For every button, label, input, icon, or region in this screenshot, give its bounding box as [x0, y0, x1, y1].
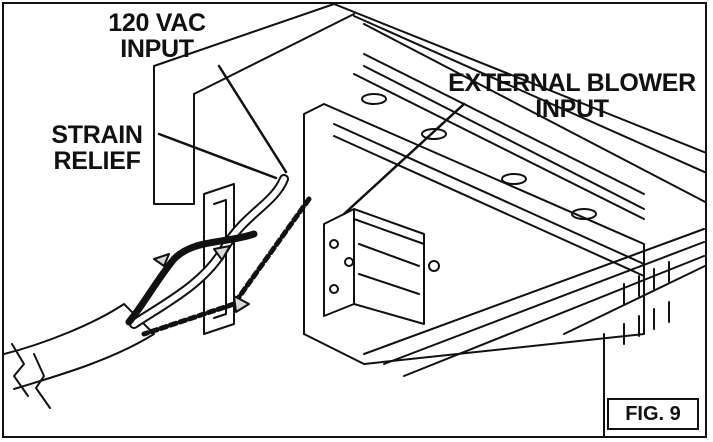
black-wire	[125, 230, 258, 326]
hole-4	[571, 208, 597, 220]
leader-strain-relief	[157, 132, 278, 180]
blower-face	[353, 218, 425, 295]
conduit-break	[11, 343, 51, 409]
leader-120vac	[217, 64, 288, 174]
panel-slots	[623, 261, 670, 345]
diagram-frame: 120 VAC INPUT STRAIN RELIEF EXTERNAL BLO…	[2, 2, 707, 438]
figure-label: FIG. 9	[607, 398, 699, 430]
hole-3	[501, 173, 527, 185]
right-panel	[563, 264, 705, 436]
blower-screw-4	[428, 260, 440, 272]
label-blower-line2: INPUT	[535, 95, 609, 123]
rail-upper	[353, 53, 645, 220]
wire-nut-2	[213, 245, 231, 261]
blower-screw-2	[329, 284, 339, 294]
label-strain-relief: STRAIN RELIEF	[32, 122, 162, 174]
cabinet-right-edge	[333, 4, 705, 204]
blower-screw-1	[329, 239, 339, 249]
hole-1	[361, 93, 387, 105]
wire-nut-1	[153, 253, 170, 267]
label-120-vac-line1: 120 VAC	[108, 9, 206, 37]
cabinet-top-edge	[153, 4, 355, 95]
appliance-drawing	[4, 4, 705, 436]
label-120-vac-input: 120 VAC INPUT	[82, 10, 232, 62]
wire-nut-3	[233, 295, 250, 313]
cavity-back	[303, 103, 645, 335]
cabinet-left-panel	[153, 65, 195, 205]
leader-blower	[342, 102, 466, 216]
cavity-floor	[303, 333, 645, 365]
label-strain-line1: STRAIN	[51, 121, 143, 149]
conduit-outer	[4, 303, 155, 390]
hole-2	[421, 128, 447, 140]
label-120-vac-line2: INPUT	[120, 35, 194, 63]
rail-lower	[333, 123, 645, 277]
label-external-blower-input: EXTERNAL BLOWER INPUT	[436, 69, 705, 123]
blower-screw-3	[344, 257, 354, 267]
label-blower-line1: EXTERNAL BLOWER	[448, 69, 696, 97]
label-strain-line2: RELIEF	[53, 147, 141, 175]
left-bracket-inner	[213, 199, 227, 319]
